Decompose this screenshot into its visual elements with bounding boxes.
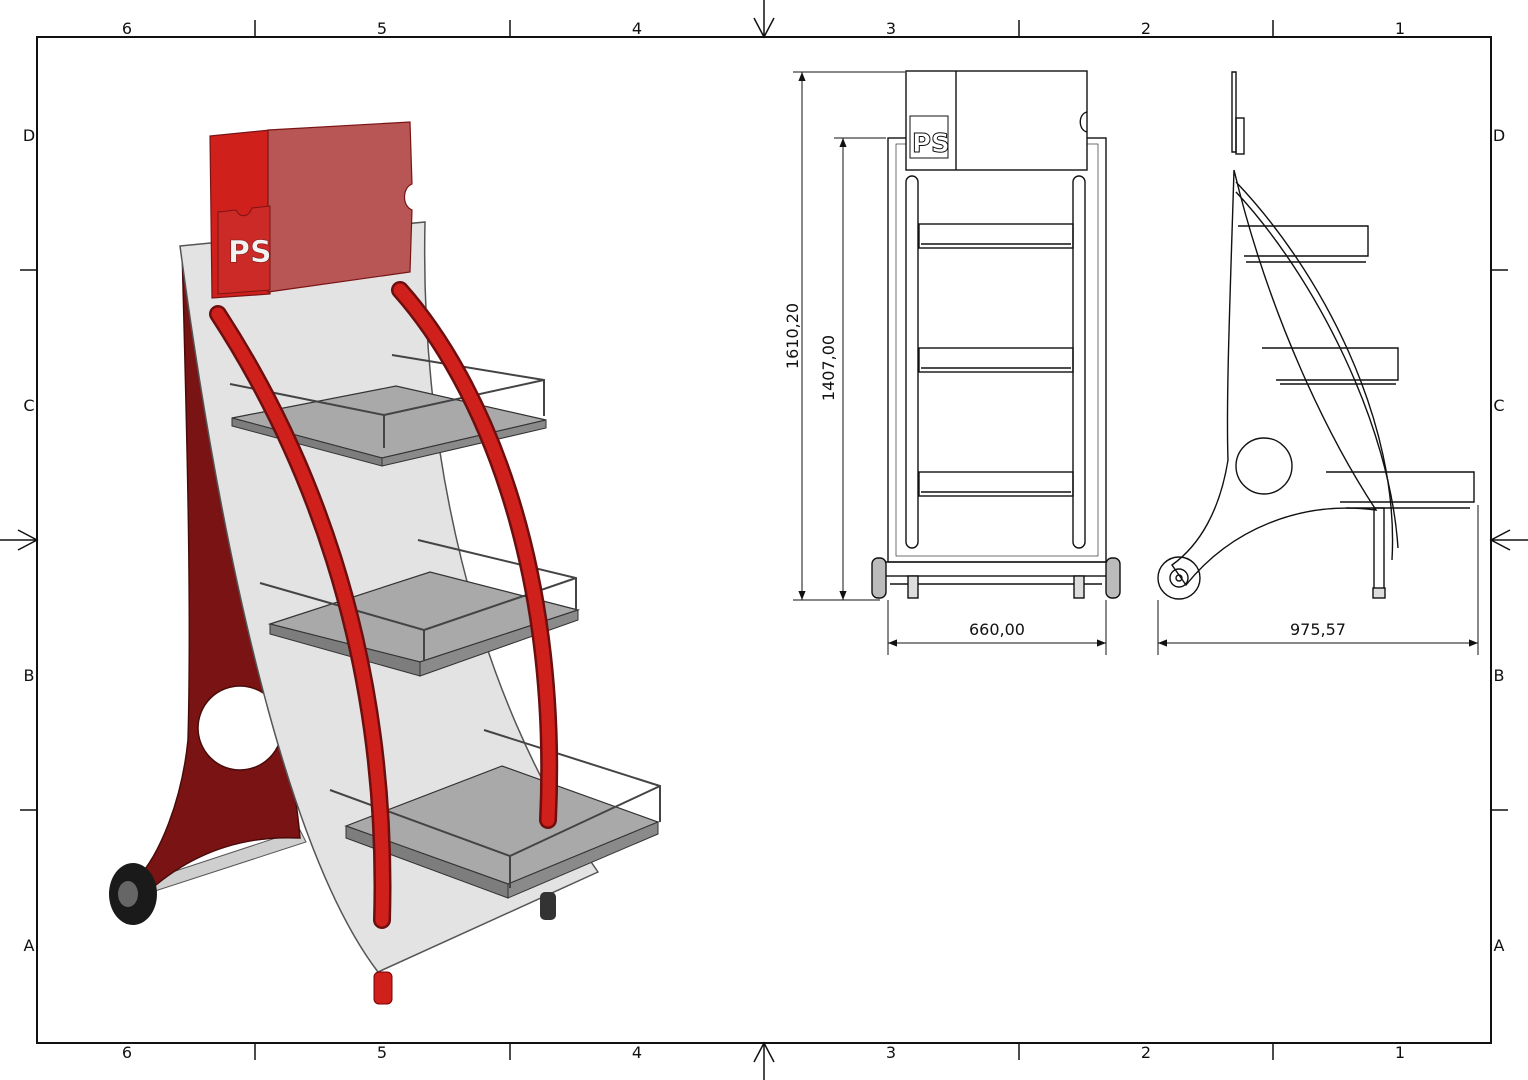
dim-overall-height: 1610,20 <box>783 303 802 369</box>
foot-front <box>373 971 393 1005</box>
side-hole <box>1235 437 1293 495</box>
zone-labels-bottom: 6 5 4 3 2 1 <box>122 1043 1405 1062</box>
front-sign <box>905 70 1088 171</box>
row-label-a: A <box>24 936 35 955</box>
side-panel-outline <box>1171 169 1378 587</box>
tube-right-highlight <box>393 283 556 827</box>
front-wheel-right <box>1105 557 1121 599</box>
dimension-lines <box>793 71 1479 655</box>
sign-logo-text: PS <box>228 235 272 270</box>
col-label-5: 5 <box>377 19 387 38</box>
col-label-1: 1 <box>1395 19 1405 38</box>
side-curve-front <box>1235 181 1394 561</box>
side-wheel <box>1157 556 1201 600</box>
col-label-4: 4 <box>632 19 642 38</box>
row-label-b-right: B <box>1494 666 1505 685</box>
wheel <box>109 863 157 925</box>
col-label-6: 6 <box>122 19 132 38</box>
col-label-3: 3 <box>886 19 896 38</box>
front-logo-text: PS <box>912 129 950 159</box>
col-label-5-bottom: 5 <box>377 1043 387 1062</box>
col-label-4-bottom: 4 <box>632 1043 642 1062</box>
zone-labels-left: D C B A <box>23 126 35 955</box>
row-label-a-right: A <box>1494 936 1505 955</box>
foot-rear <box>540 892 556 920</box>
logo-pocket <box>217 205 271 295</box>
isometric-view: PS <box>109 121 661 1005</box>
row-label-c: C <box>23 396 34 415</box>
col-label-2-bottom: 2 <box>1141 1043 1151 1062</box>
front-wheel-left <box>871 557 887 599</box>
row-label-b: B <box>24 666 35 685</box>
row-label-d: D <box>23 126 35 145</box>
dim-width: 660,00 <box>969 620 1025 639</box>
col-label-1-bottom: 1 <box>1395 1043 1405 1062</box>
dim-frame-height: 1407,00 <box>819 335 838 401</box>
col-label-6-bottom: 6 <box>122 1043 132 1062</box>
zone-labels-right: D C B A <box>1493 126 1505 955</box>
zone-labels-top: 6 5 4 3 2 1 <box>122 19 1405 38</box>
col-label-3-bottom: 3 <box>886 1043 896 1062</box>
row-label-c-right: C <box>1493 396 1504 415</box>
tube-left-highlight <box>211 307 389 927</box>
side-view <box>1157 71 1475 600</box>
col-label-2: 2 <box>1141 19 1151 38</box>
row-label-d-right: D <box>1493 126 1505 145</box>
front-view: PS <box>871 70 1121 599</box>
dim-depth: 975,57 <box>1290 620 1346 639</box>
sign-panel <box>267 121 413 293</box>
